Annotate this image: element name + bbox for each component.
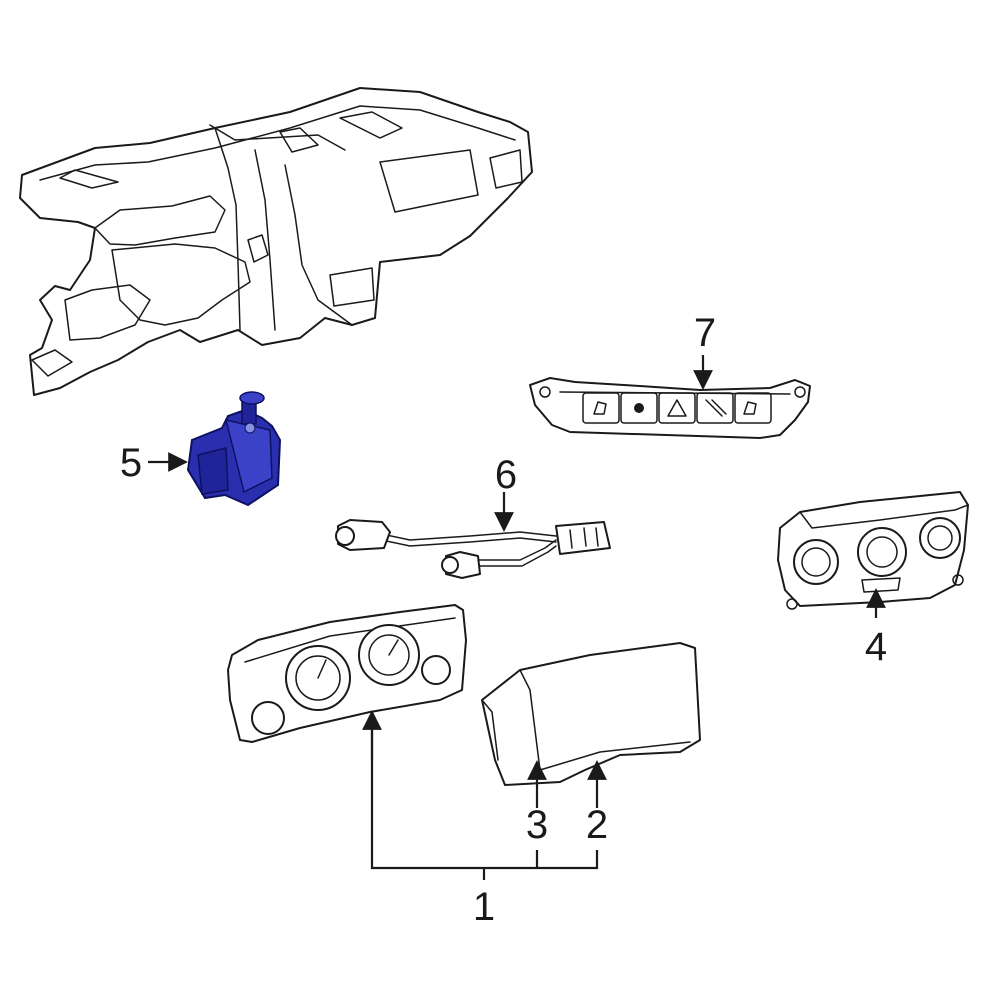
harness-part-6 [335,519,611,579]
climate-control-part-4 [777,491,969,610]
switch-bank-part-7 [529,377,811,439]
callout-4: 4 [865,625,887,669]
callout-2: 2 [586,803,608,847]
instrument-panel [19,87,533,396]
instrument-cluster-part-1 [227,604,467,743]
callout-5: 5 [120,441,142,485]
callout-6: 6 [495,453,517,497]
callout-7: 7 [694,311,716,355]
cluster-lens-part-3 [481,642,701,786]
leader-lines [148,355,886,880]
switch-part-5 [186,391,282,507]
callout-1: 1 [473,885,495,929]
callout-3: 3 [526,803,548,847]
